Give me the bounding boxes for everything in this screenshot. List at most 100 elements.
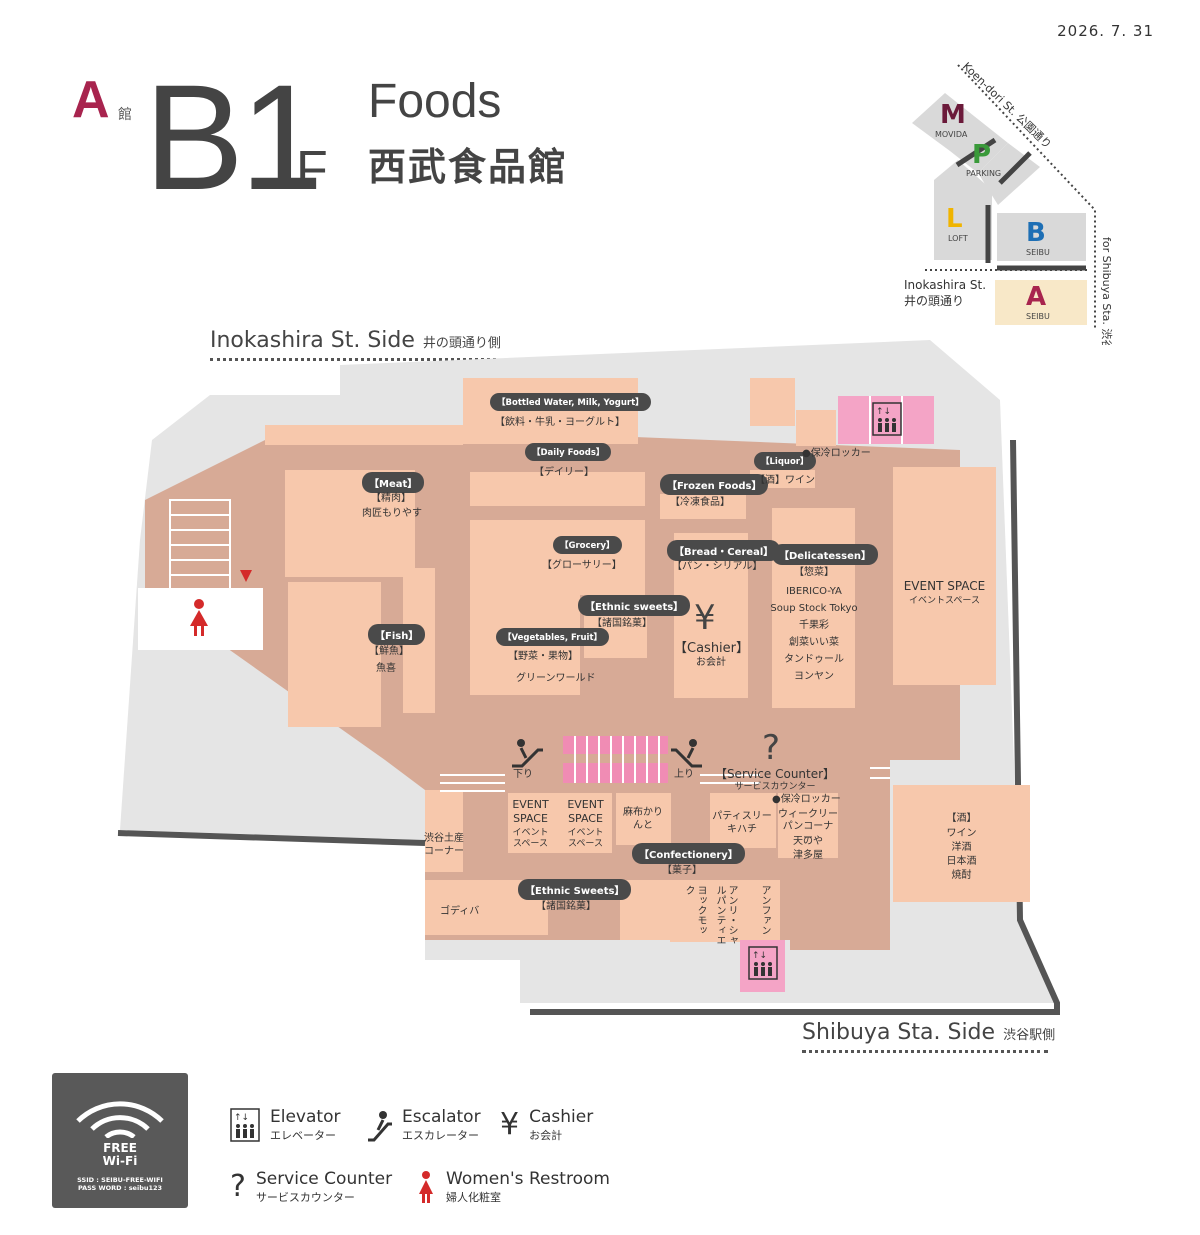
shop-tenya: 天のや xyxy=(793,836,823,847)
minimap-inokashira-en: Inokashira St. xyxy=(904,278,986,292)
section-bread-jp: 【パン・シリアル】 xyxy=(672,561,763,572)
minimap-b-letter: B xyxy=(1026,218,1046,248)
section-frozen-badge: 【Frozen Foods】 xyxy=(660,474,769,495)
street-bottom-dots xyxy=(802,1050,1048,1053)
minimap-p-name: PARKING xyxy=(966,169,1001,178)
shop-anfan: アンファン xyxy=(759,885,770,935)
shop-weekly-bread: ウィークリーパンコーナー xyxy=(778,809,838,844)
section-fish-shop: 魚喜 xyxy=(376,663,396,674)
svg-text:↑↓: ↑↓ xyxy=(234,1113,249,1123)
event-space-b-jp: イベントスペース xyxy=(567,828,604,849)
service-counter-icon: ? xyxy=(762,728,781,768)
minimap-l-name: LOFT xyxy=(948,234,968,243)
title-jp: 西武食品館 xyxy=(368,145,569,189)
section-deli-jp: 【惣菜】 xyxy=(794,567,834,578)
elevator-icon: ↑↓ xyxy=(230,1108,260,1142)
minimap-p-letter: P xyxy=(972,140,991,170)
section-water-badge: 【Bottled Water, Milk, Yogurt】 xyxy=(490,393,651,411)
shop-shibuya-souvenir: 渋谷土産コーナー xyxy=(424,833,464,857)
wifi-title-1: FREE xyxy=(103,1141,137,1155)
minimap-b-name: SEIBU xyxy=(1026,248,1050,257)
section-bread-badge: 【Bread・Cereal】 xyxy=(667,540,781,561)
section-water-jp: 【飲料・牛乳・ヨーグルト】 xyxy=(495,417,625,428)
womens-restroom-icon xyxy=(190,599,208,636)
elevator-icon: ↑↓ xyxy=(748,946,778,980)
sake-item: 洋酒 xyxy=(951,842,972,853)
cashier-label-en: 【Cashier】 xyxy=(674,641,750,656)
section-ethnic-sweets-2-jp: 【諸国銘菓】 xyxy=(536,901,596,912)
wifi-ssid: SSID : SEIBU-FREE-WIFI xyxy=(77,1176,163,1184)
cold-locker-label-2: ●保冷ロッカー xyxy=(772,794,841,805)
section-veg-badge: 【Vegetables, Fruit】 xyxy=(496,628,610,646)
section-daily-badge: 【Daily Foods】 xyxy=(525,443,612,461)
shop-azabu-karinto: 麻布かりんと xyxy=(623,807,663,831)
elevator-icon: ↑↓ xyxy=(872,402,902,436)
svg-text:↑↓: ↑↓ xyxy=(876,407,891,417)
minimap-inokashira-jp: 井の頭通り xyxy=(904,294,964,308)
section-meat-jp: 【精肉】 xyxy=(371,493,411,504)
section-liquor-jp: 【酒】ワイン xyxy=(755,475,815,486)
event-space-b-en: EVENT SPACE xyxy=(567,798,604,825)
shop-tsutaya: 津多屋 xyxy=(793,850,823,861)
section-daily-jp: 【デイリー】 xyxy=(534,467,594,478)
building-letter: A xyxy=(72,71,110,129)
sake-title: 【酒】 xyxy=(946,813,977,824)
section-grocery-badge: 【Grocery】 xyxy=(553,536,622,554)
cashier-icon: ¥ xyxy=(694,598,716,638)
minimap-shibuya-sta: for Shibuya Sta. 渋谷駅へ xyxy=(1100,237,1113,345)
deli-shop: 千果彩 xyxy=(799,620,829,631)
section-meat-badge: 【Meat】 xyxy=(362,472,425,493)
deli-shop: 創菜いい菜 xyxy=(789,637,839,648)
escalator-down-icon xyxy=(512,739,543,768)
deli-shop: Soup Stock Tokyo xyxy=(770,603,858,614)
minimap-m-letter: M xyxy=(940,100,966,130)
minimap-a-name: SEIBU xyxy=(1026,312,1050,321)
shop-patisserie-kihachi: パティスリーキハチ xyxy=(712,811,772,835)
minimap-a-letter: A xyxy=(1026,282,1046,312)
escalator-icon xyxy=(368,1111,392,1142)
question-icon: ? xyxy=(230,1169,246,1204)
event-space-right-jp: イベントスペース xyxy=(909,596,980,606)
street-top-dots xyxy=(210,358,496,361)
section-fish-jp: 【鮮魚】 xyxy=(369,646,409,657)
floor-suffix: F xyxy=(296,141,328,199)
deli-shop: IBERICO-YA xyxy=(786,586,842,597)
cold-locker-label: ●保冷ロッカー xyxy=(802,448,871,459)
escalator-up-label: 上り xyxy=(674,769,694,780)
section-ethnic-sweets-badge: 【Ethnic sweets】 xyxy=(578,595,691,616)
section-veg-shop: グリーンワールド xyxy=(516,673,596,684)
service-counter-jp: サービスカウンター xyxy=(734,782,816,792)
event-space-a-jp: イベントスペース xyxy=(512,828,549,849)
restroom-marker-icon xyxy=(240,570,252,582)
shop-yokumoku: ヨックモック xyxy=(683,885,706,935)
section-deli-badge: 【Delicatessen】 xyxy=(772,544,878,565)
womens-restroom-icon xyxy=(419,1171,433,1203)
wifi-icon xyxy=(76,1101,164,1140)
wifi-password: PASS WORD : seibu123 xyxy=(77,1184,163,1192)
location-minimap: M MOVIDA P PARKING L LOFT B SEIBU A SEIB… xyxy=(904,60,1113,345)
shop-henri-charpentier: アンリ・シャルパンティエ xyxy=(714,885,737,945)
sake-item: 日本酒 xyxy=(946,856,977,867)
escalator-down-label: 下り xyxy=(513,769,533,780)
deli-shop: ヨンヤン xyxy=(794,671,834,682)
section-frozen-jp: 【冷凍食品】 xyxy=(670,497,730,508)
title-en: Foods xyxy=(368,75,502,128)
sake-item: ワイン xyxy=(946,828,977,839)
section-confectionery-jp: 【菓子】 xyxy=(662,865,702,876)
section-veg-jp: 【野菜・果物】 xyxy=(508,651,578,662)
date: 2026. 7. 31 xyxy=(1057,22,1154,40)
escalator-up-icon xyxy=(671,739,702,768)
section-fish-badge: 【Fish】 xyxy=(368,624,426,645)
deli-shop: タンドゥール xyxy=(784,654,844,665)
floor-number: B1 xyxy=(144,53,323,221)
cashier-label-jp: お会計 xyxy=(696,657,726,668)
event-space-a-en: EVENT SPACE xyxy=(512,798,549,825)
section-ethnic-sweets-jp: 【諸国銘菓】 xyxy=(592,618,652,629)
sake-item: 焼酎 xyxy=(951,870,972,881)
